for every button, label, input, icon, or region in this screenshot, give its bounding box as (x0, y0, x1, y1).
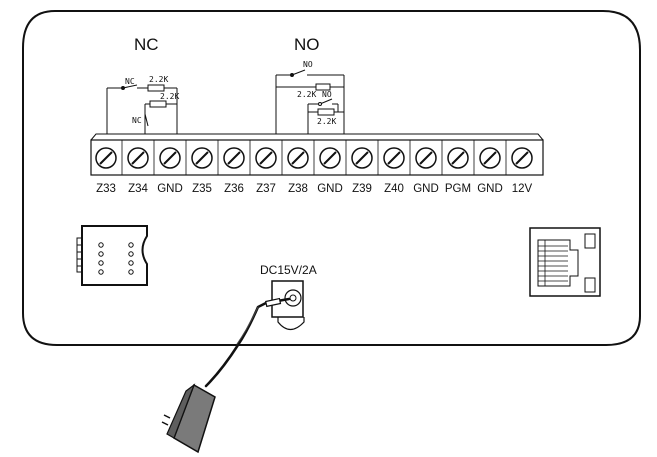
terminal-label: Z36 (224, 183, 244, 195)
terminal-label: Z33 (96, 183, 116, 195)
no-resistor-label: 2.2K (297, 90, 316, 99)
nc-resistor-label: 2.2K (149, 75, 168, 84)
terminal-label: Z39 (352, 183, 372, 195)
board-outline (22, 10, 641, 346)
nc-switch-label-2: NC (132, 116, 142, 125)
terminal-label: GND (157, 183, 183, 195)
no-switch-label: NO (303, 60, 313, 69)
terminal-label: Z37 (256, 183, 276, 195)
rj-connector (529, 227, 601, 297)
terminal-block: Z33 Z34 GND Z35 Z36 Z37 Z38 GND Z39 Z40 GND PGM GND 1… (90, 133, 544, 195)
terminal-label: 12V (512, 183, 533, 195)
no-heading: NO (294, 35, 320, 54)
power-cable (204, 297, 291, 388)
nc-heading: NC (134, 35, 159, 54)
terminal-label: Z34 (128, 183, 148, 195)
terminal-screw[interactable] (191, 147, 213, 169)
terminal-screw[interactable] (351, 147, 373, 169)
terminal-label: PGM (445, 183, 471, 195)
terminal-screw[interactable] (447, 147, 469, 169)
terminal-screw[interactable] (223, 147, 245, 169)
terminal-label: Z40 (384, 183, 404, 195)
terminal-screw[interactable] (479, 147, 501, 169)
nc-circuit (106, 84, 178, 134)
terminal-screw[interactable] (127, 147, 149, 169)
nc-resistor-label-2: 2.2K (160, 92, 179, 101)
terminal-label: GND (317, 183, 343, 195)
terminal-screw[interactable] (159, 147, 181, 169)
terminal-label: GND (413, 183, 439, 195)
terminal-screw[interactable] (319, 147, 341, 169)
no-switch-label-2: NO (322, 90, 332, 99)
power-label: DC15V/2A (260, 263, 317, 277)
terminal-screw[interactable] (287, 147, 309, 169)
nc-switch-label: NC (125, 77, 135, 86)
no-circuit (275, 69, 345, 134)
terminal-screw[interactable] (255, 147, 277, 169)
terminal-label: GND (477, 183, 503, 195)
terminal-label: Z35 (192, 183, 212, 195)
terminal-screw[interactable] (383, 147, 405, 169)
dc-power-jack (271, 280, 305, 331)
terminal-screw[interactable] (415, 147, 437, 169)
terminal-label: Z38 (288, 183, 308, 195)
terminal-screw[interactable] (95, 147, 117, 169)
terminal-screw[interactable] (511, 147, 533, 169)
power-adapter (161, 383, 216, 454)
sim-card-holder (76, 225, 148, 286)
no-resistor-label-2: 2.2K (317, 117, 336, 126)
